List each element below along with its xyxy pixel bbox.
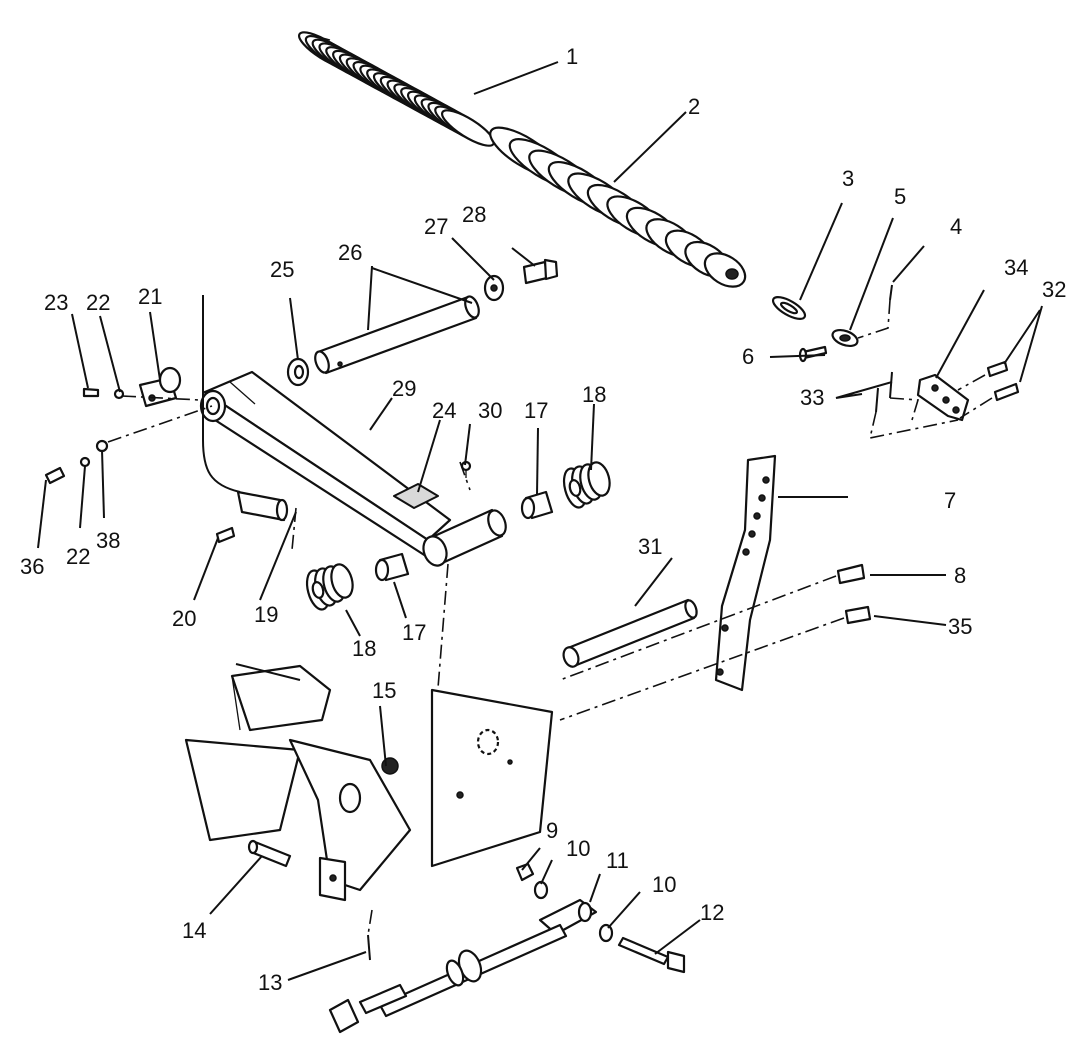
part-2-boot bbox=[489, 126, 747, 288]
callout-38: 38 bbox=[96, 528, 120, 553]
callout-27: 27 bbox=[424, 214, 448, 239]
callout-15: 15 bbox=[372, 678, 396, 703]
callout-18-lower: 18 bbox=[352, 636, 376, 661]
part-8-bolt bbox=[559, 563, 866, 681]
callout-6: 6 bbox=[742, 344, 754, 369]
callout-18-upper: 18 bbox=[582, 382, 606, 407]
part-14-pin bbox=[247, 839, 292, 868]
part-7-lever bbox=[714, 454, 848, 692]
part-18-boot-lower bbox=[305, 563, 354, 611]
axis-line-arm-pivot bbox=[107, 405, 213, 443]
part-29-arm bbox=[199, 370, 452, 562]
part-27-washer bbox=[483, 274, 505, 302]
callout-32: 32 bbox=[1042, 277, 1066, 302]
part-1-spring bbox=[298, 31, 495, 147]
callout-36: 36 bbox=[20, 554, 44, 579]
part-28-bolt bbox=[522, 258, 559, 285]
callout-31: 31 bbox=[638, 534, 662, 559]
part-9-nut bbox=[515, 862, 535, 882]
callout-29: 29 bbox=[392, 376, 416, 401]
part-24-decal bbox=[393, 483, 439, 509]
part-4-cotter-pin bbox=[857, 284, 893, 339]
part-19-clip bbox=[236, 490, 297, 551]
callout-21: 21 bbox=[138, 284, 162, 309]
part-36-screw bbox=[44, 466, 66, 485]
part-33-pins bbox=[868, 371, 959, 440]
callout-28: 28 bbox=[462, 202, 486, 227]
callout-30: 30 bbox=[478, 398, 502, 423]
turnbuckle-body bbox=[328, 923, 568, 1034]
leader-lines bbox=[37, 61, 1043, 981]
part-6-pin bbox=[798, 345, 828, 363]
part-32-bolts bbox=[957, 360, 1020, 419]
callout-23: 23 bbox=[44, 290, 68, 315]
part-10-washer-right bbox=[598, 923, 614, 943]
part-25-washer bbox=[286, 357, 310, 387]
callout-20: 20 bbox=[172, 606, 196, 631]
part-38-washer bbox=[95, 439, 109, 453]
part-17-bushing-lower bbox=[374, 552, 410, 582]
part-31-pin bbox=[562, 598, 698, 668]
callout-7: 7 bbox=[944, 488, 956, 513]
callout-12: 12 bbox=[700, 900, 724, 925]
part-12-bolt bbox=[617, 936, 686, 974]
callout-35: 35 bbox=[948, 614, 972, 639]
callout-17-lower: 17 bbox=[402, 620, 426, 645]
callout-14: 14 bbox=[182, 918, 206, 943]
part-34-plate bbox=[916, 373, 970, 422]
callout-25: 25 bbox=[270, 257, 294, 282]
part-35-bolt bbox=[559, 605, 872, 721]
callout-2: 2 bbox=[688, 94, 700, 119]
callout-26: 26 bbox=[338, 240, 362, 265]
callout-1: 1 bbox=[566, 44, 578, 69]
frame-assembly bbox=[184, 461, 554, 902]
callout-3: 3 bbox=[842, 166, 854, 191]
callout-19: 19 bbox=[254, 602, 278, 627]
arm-end-tube bbox=[422, 508, 507, 567]
callout-34: 34 bbox=[1004, 255, 1028, 280]
callout-8: 8 bbox=[954, 563, 966, 588]
callout-10-left: 10 bbox=[566, 836, 590, 861]
callout-13: 13 bbox=[258, 970, 282, 995]
callout-22-lower: 22 bbox=[66, 544, 90, 569]
bracket-cable bbox=[121, 295, 241, 493]
part-10-washer-left bbox=[533, 880, 549, 900]
callout-4: 4 bbox=[950, 214, 962, 239]
callout-5: 5 bbox=[894, 184, 906, 209]
part-20-screw bbox=[215, 526, 236, 544]
part-17-bushing-upper bbox=[520, 490, 554, 520]
part-23-screw bbox=[82, 387, 100, 398]
part-26-rod bbox=[314, 295, 480, 375]
part-13-cotter-pin bbox=[367, 909, 373, 961]
callout-labels: 1 2 3 5 4 34 32 6 33 7 8 35 31 28 27 26 … bbox=[20, 44, 1066, 995]
callout-24: 24 bbox=[432, 398, 456, 423]
part-5-chain-link bbox=[831, 328, 859, 348]
part-3-chain-link bbox=[771, 296, 807, 320]
callout-22-upper: 22 bbox=[86, 290, 110, 315]
part-11-clevis bbox=[538, 898, 598, 936]
part-22-washer-lower bbox=[79, 456, 91, 468]
callout-33: 33 bbox=[800, 385, 824, 410]
part-18-boot-upper bbox=[562, 461, 611, 509]
callout-10-right: 10 bbox=[652, 872, 676, 897]
callout-9: 9 bbox=[546, 818, 558, 843]
callout-11: 11 bbox=[606, 848, 629, 873]
callout-17-upper: 17 bbox=[524, 398, 548, 423]
